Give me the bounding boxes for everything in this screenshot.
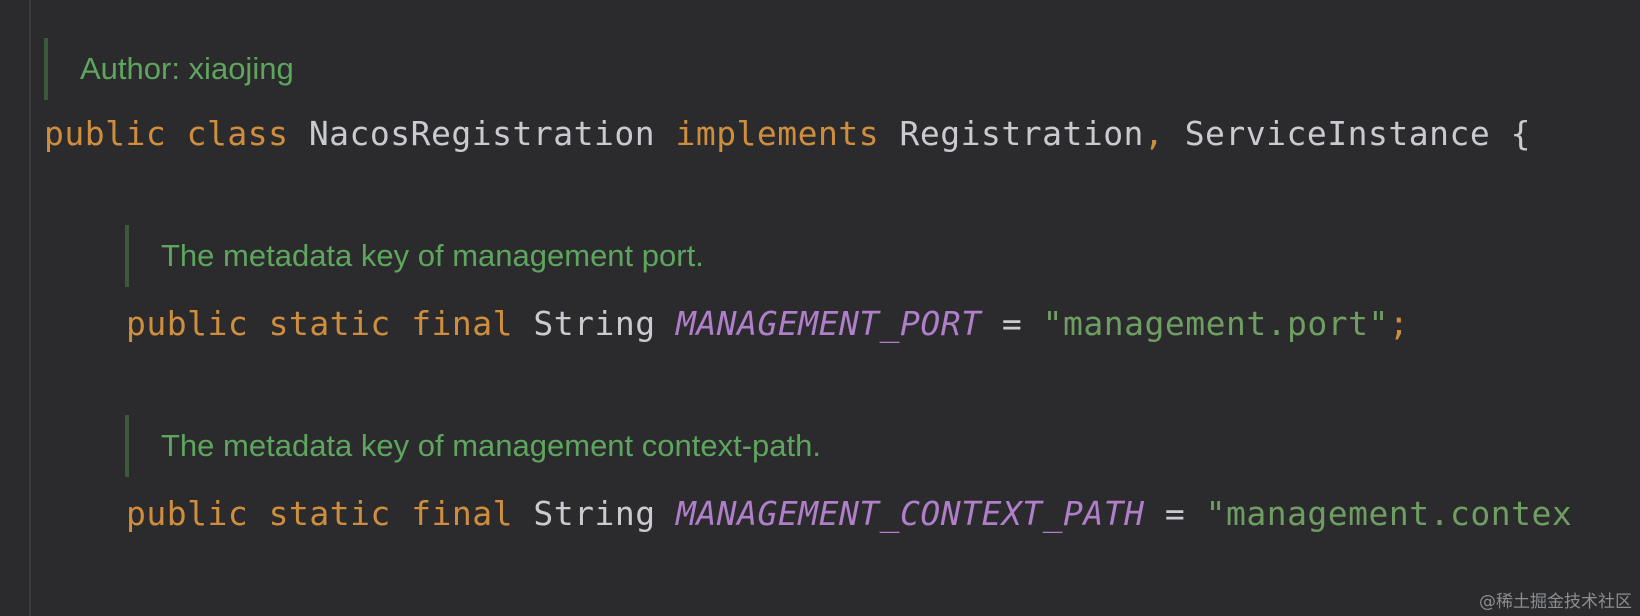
constant-management-context-path: MANAGEMENT_CONTEXT_PATH <box>676 494 1145 533</box>
type-string: String <box>533 304 656 343</box>
keyword-class: class <box>186 114 289 153</box>
class-name: NacosRegistration <box>308 114 656 153</box>
keyword-final: final <box>411 494 514 533</box>
keyword-implements: implements <box>675 114 880 153</box>
doc-comment-context-path-text: The metadata key of management context-p… <box>161 428 821 463</box>
equals-sign: = <box>1164 494 1186 533</box>
doc-comment-port-text: The metadata key of management port. <box>161 238 704 273</box>
class-declaration-line[interactable]: public class NacosRegistration implement… <box>44 110 1531 158</box>
watermark: @稀土掘金技术社区 <box>1479 592 1632 612</box>
open-brace: { <box>1510 114 1531 153</box>
doc-comment-context-path: The metadata key of management context-p… <box>125 415 821 477</box>
string-literal-port: "management.port" <box>1042 304 1389 343</box>
keyword-public: public <box>44 114 167 153</box>
keyword-final: final <box>411 304 514 343</box>
interface-service-instance: ServiceInstance <box>1184 114 1491 153</box>
comma: , <box>1143 114 1165 153</box>
doc-comment-author: Author: xiaojing <box>44 38 294 100</box>
semicolon: ; <box>1388 304 1410 343</box>
keyword-public: public <box>126 304 249 343</box>
string-literal-context: "management.contex <box>1205 494 1573 533</box>
keyword-public: public <box>126 494 249 533</box>
doc-comment-author-text: Author: xiaojing <box>80 51 294 86</box>
constant-management-port: MANAGEMENT_PORT <box>676 304 982 343</box>
keyword-static: static <box>268 304 391 343</box>
interface-registration: Registration <box>899 114 1144 153</box>
equals-sign: = <box>1001 304 1023 343</box>
keyword-static: static <box>268 494 391 533</box>
field-management-context-path-line[interactable]: public static final String MANAGEMENT_CO… <box>126 490 1572 538</box>
gutter-divider <box>29 0 31 616</box>
type-string: String <box>533 494 656 533</box>
doc-comment-port: The metadata key of management port. <box>125 225 704 287</box>
field-management-port-line[interactable]: public static final String MANAGEMENT_PO… <box>126 300 1409 348</box>
